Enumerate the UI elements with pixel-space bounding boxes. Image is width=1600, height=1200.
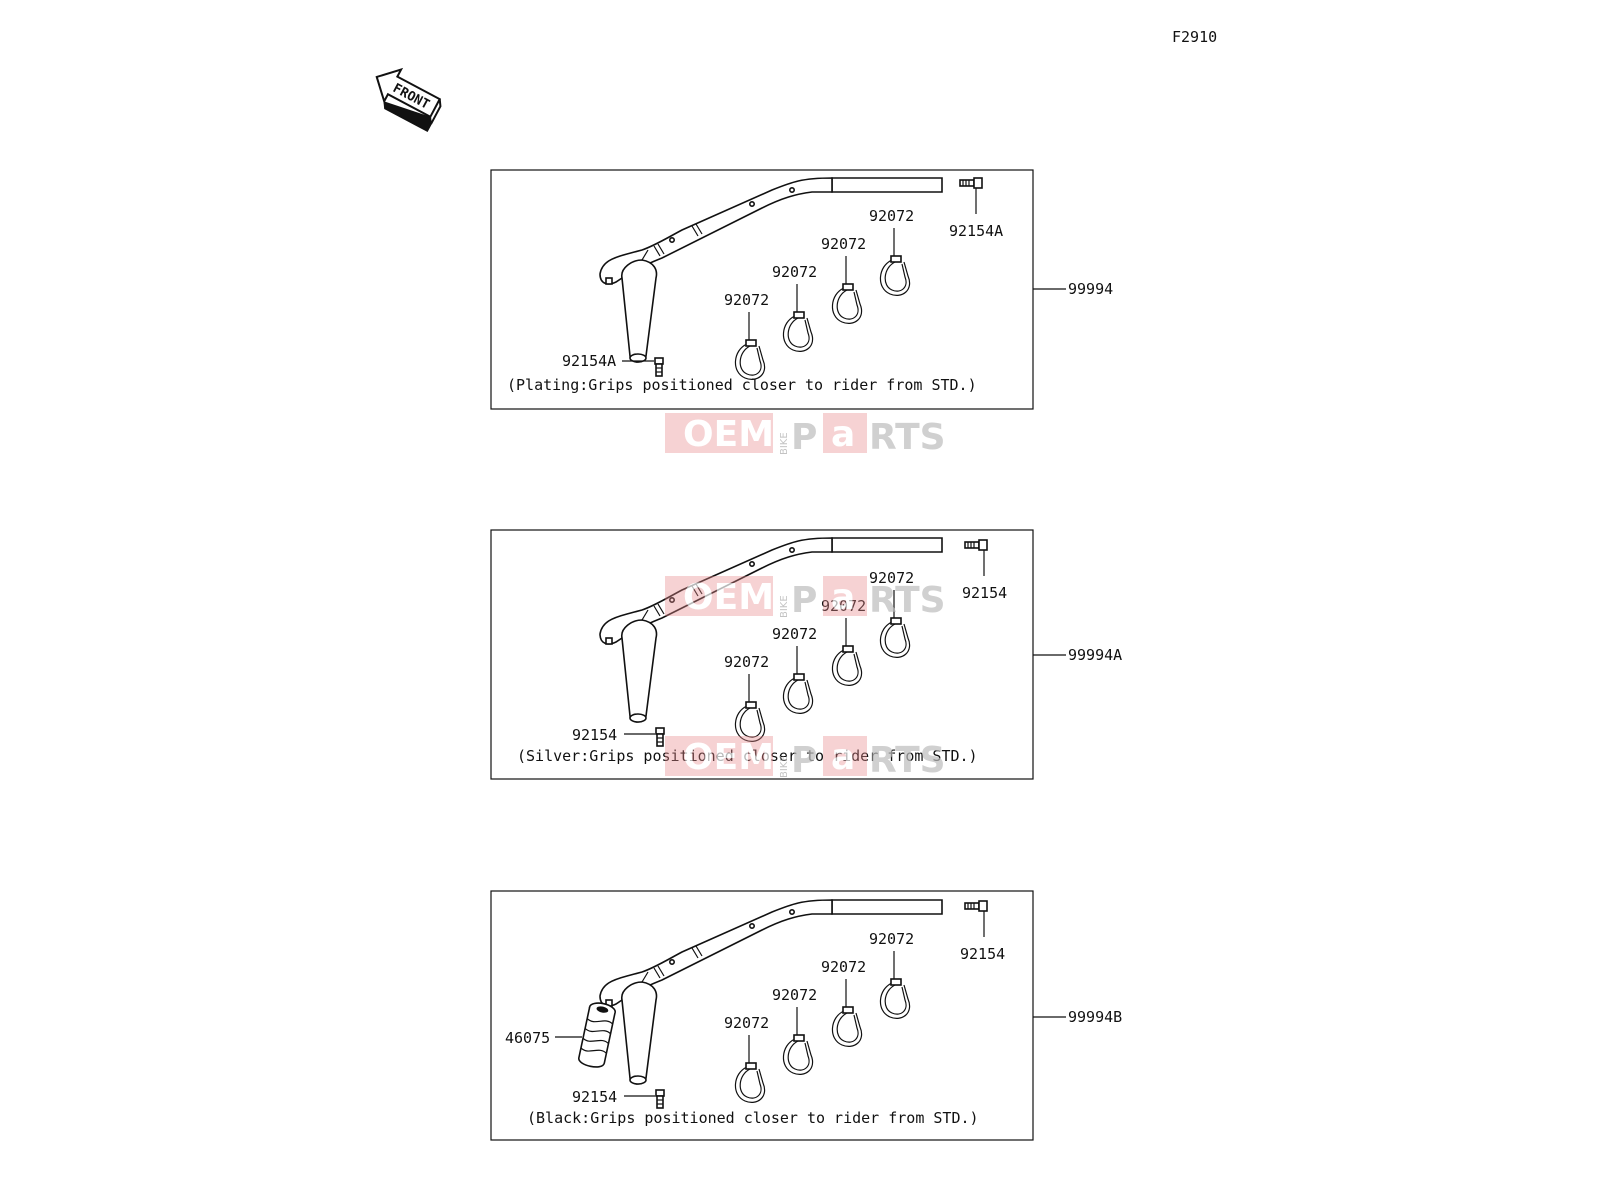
watermark-logo: OEM BIKE P a RTS — [665, 576, 946, 621]
bolt-top-part — [959, 177, 983, 189]
clamp-part — [734, 1062, 766, 1104]
clamp-part — [831, 1006, 863, 1048]
front-direction-arrow-icon: FRONT — [375, 67, 442, 133]
watermark-rts: RTS — [869, 740, 946, 781]
bolt-top-label: 92154A — [949, 222, 1003, 240]
watermark-a: a — [831, 577, 855, 618]
clamp-label: 92072 — [772, 625, 817, 643]
clamp-part — [831, 645, 863, 687]
watermark-p: P — [791, 580, 817, 621]
clamp-part — [782, 673, 814, 715]
panel-frame — [490, 890, 1034, 1141]
watermark-logo: OEM BIKE P a RTS — [665, 413, 946, 458]
handlebar-part — [599, 177, 943, 363]
clamp-label: 92072 — [724, 291, 769, 309]
watermark-oem: OEM — [683, 737, 774, 778]
clamp-part — [879, 978, 911, 1020]
figure-code: F2910 — [1172, 28, 1217, 46]
clamp-part — [879, 617, 911, 659]
clamp-part — [734, 339, 766, 381]
grip-label: 46075 — [505, 1029, 550, 1047]
handlebar-part — [599, 537, 943, 723]
clamp-label: 92072 — [772, 263, 817, 281]
bolt-bottom-label: 92154 — [572, 1088, 617, 1106]
clamp-label: 92072 — [821, 597, 866, 615]
clamp-part — [879, 255, 911, 297]
watermark-logo: OEM BIKE P a RTS — [665, 736, 946, 781]
bolt-bottom-part — [655, 1089, 665, 1109]
clamp-label: 92072 — [869, 569, 914, 587]
assembly-label: 99994B — [1068, 1008, 1122, 1026]
bolt-bottom-part — [655, 727, 665, 747]
panel-note: (Black:Grips positioned closer to rider … — [527, 1109, 979, 1127]
assembly-label: 99994 — [1068, 280, 1113, 298]
watermark-p: P — [791, 417, 817, 458]
clamp-label: 92072 — [869, 207, 914, 225]
clamp-label: 92072 — [821, 958, 866, 976]
panel-99994B: 92154 92154 46075 92072 92072 92072 9207… — [490, 890, 1122, 1141]
clamp-label: 92072 — [724, 1014, 769, 1032]
watermark-oem: OEM — [683, 414, 774, 455]
assembly-label: 99994A — [1068, 646, 1122, 664]
panel-note: (Silver:Grips positioned closer to rider… — [517, 747, 978, 765]
clamp-part — [831, 283, 863, 325]
clamp-label: 92072 — [772, 986, 817, 1004]
watermark-bike: BIKE — [779, 595, 790, 618]
clamp-label: 92072 — [869, 930, 914, 948]
panel-99994A: 92154 92154 92072 92072 92072 92072 9999… — [490, 529, 1122, 780]
watermark-a: a — [831, 414, 855, 455]
bolt-bottom-part — [654, 357, 664, 377]
panel-99994: 92154A 92154A 92072 92072 92072 92072 99… — [490, 169, 1113, 410]
bolt-bottom-label: 92154 — [572, 726, 617, 744]
clamp-label: 92072 — [821, 235, 866, 253]
clamp-part — [734, 701, 766, 743]
grip-part — [578, 1002, 616, 1068]
clamp-part — [782, 311, 814, 353]
watermark-p: P — [791, 740, 817, 781]
watermark-rts: RTS — [869, 417, 946, 458]
clamp-label: 92072 — [724, 653, 769, 671]
watermark-a: a — [831, 737, 855, 778]
bolt-top-part — [964, 539, 988, 551]
watermark-rts: RTS — [869, 580, 946, 621]
panel-note: (Plating:Grips positioned closer to ride… — [507, 376, 977, 394]
watermark-bike: BIKE — [779, 432, 790, 455]
bolt-top-label: 92154 — [960, 945, 1005, 963]
bolt-bottom-label: 92154A — [562, 352, 616, 370]
watermark-bike: BIKE — [779, 755, 790, 778]
handlebar-part — [599, 899, 943, 1085]
watermark-oem: OEM — [683, 577, 774, 618]
clamp-part — [782, 1034, 814, 1076]
bolt-top-part — [964, 900, 988, 912]
bolt-top-label: 92154 — [962, 584, 1007, 602]
